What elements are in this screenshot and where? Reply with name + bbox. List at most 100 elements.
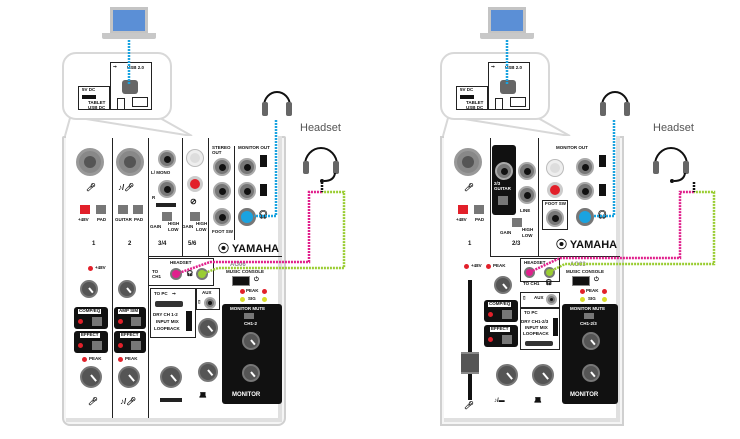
comp-eq-led <box>78 319 83 324</box>
ch1-pad-button[interactable] <box>96 205 106 214</box>
monitor-mute-button-b[interactable] <box>584 313 594 319</box>
headset-panel-label-b: HEADSET <box>524 260 546 265</box>
monitor-label: MONITOR <box>232 392 261 398</box>
gain-label: GAIN <box>150 224 162 229</box>
headset-phones-icon: 🎧︎ <box>186 271 194 277</box>
ch3-mono-jack[interactable] <box>158 150 176 168</box>
ch1-combo-jack-b[interactable] <box>454 148 482 176</box>
ch23-gain-button[interactable] <box>512 218 522 227</box>
r-label: R <box>152 195 156 200</box>
rca-r-jack[interactable] <box>187 176 203 192</box>
effect-button-2[interactable] <box>131 341 141 350</box>
ch2-mono-jack-b[interactable] <box>518 162 536 180</box>
stereo-out-l-jack[interactable] <box>213 158 231 176</box>
loopback-switch[interactable] <box>186 311 192 331</box>
headset-mic-jack-b[interactable] <box>524 267 535 278</box>
yamaha-logo-b: ⦿ YAMAHA <box>556 239 618 251</box>
effect-button-b[interactable] <box>502 335 512 344</box>
high-label-b: HIGH <box>522 227 534 232</box>
rca-l-jack-b[interactable] <box>547 160 563 176</box>
effect-button-1[interactable] <box>92 341 102 350</box>
phones-jack-b[interactable] <box>576 208 594 226</box>
phantom-power-button[interactable] <box>80 205 90 214</box>
sig-label: SIG <box>248 296 256 301</box>
power-switch[interactable] <box>232 276 250 286</box>
phones-level-knob[interactable] <box>242 364 260 382</box>
foot-sw-jack[interactable] <box>213 208 231 226</box>
stereo-out-r-jack[interactable] <box>213 182 231 200</box>
monitor-section <box>222 304 282 404</box>
loopback-mode-dry-b: DRY CH1-2/3 <box>521 319 549 324</box>
comp-eq-button-b[interactable] <box>502 310 512 319</box>
yamaha-text: YAMAHA <box>231 243 280 255</box>
phones-level-knob-b[interactable] <box>582 364 600 382</box>
aux-jack-b[interactable] <box>546 294 557 305</box>
aux-jack[interactable] <box>204 297 216 309</box>
power-switch-b[interactable] <box>572 276 590 286</box>
amp-sim-button[interactable] <box>131 317 141 326</box>
loopback-mode-loopback: LOOPBACK <box>154 326 180 331</box>
monitor-mute-button[interactable] <box>244 313 254 319</box>
phantom-power-button-b[interactable] <box>458 205 468 214</box>
usb-level-knob[interactable] <box>198 362 218 382</box>
headset-phones-cable-b <box>548 190 716 274</box>
usb-label-b: USB 2.0 <box>505 65 523 70</box>
ch1-gain-knob-b[interactable] <box>494 276 512 294</box>
ch1-mic-icon-b: 🎤︎ <box>464 183 475 192</box>
ch1-combo-jack[interactable] <box>76 148 104 176</box>
ch56-level-knob[interactable] <box>160 366 182 388</box>
tablet-icon-b <box>495 98 503 110</box>
headset-mic-cable-b <box>529 190 694 274</box>
ch1-gain-knob[interactable] <box>80 280 98 298</box>
headphone-icon: 🎧︎ <box>258 210 269 219</box>
ch2-gain-knob[interactable] <box>118 280 136 298</box>
ch4-jack[interactable] <box>158 180 176 198</box>
micro-usb-port <box>82 95 96 99</box>
usb-level-knob-b[interactable] <box>532 364 554 386</box>
phone-icon: ▯ <box>198 299 201 304</box>
ch34-level-knob[interactable] <box>198 318 218 338</box>
fader-handle[interactable] <box>461 352 479 374</box>
headphones-icon <box>262 91 292 116</box>
rca-r-jack-b[interactable] <box>547 182 563 198</box>
speaker-icon-2 <box>260 184 267 196</box>
effect-label-b: EFFECT <box>490 326 510 332</box>
phantom-label: +48V <box>78 217 89 222</box>
to-ch1-label-b: TO CH1 <box>523 281 540 286</box>
guitar-line-switch[interactable] <box>498 196 508 205</box>
ch34-gain-button[interactable] <box>162 212 172 221</box>
monitor-level-knob[interactable] <box>242 332 260 350</box>
monitor-out-l-jack[interactable] <box>238 158 256 176</box>
fader-mic-icon: 🎤︎ <box>464 401 475 410</box>
stereo-out-label: STEREO OUT <box>212 145 231 155</box>
channel-label-2: 2 <box>128 241 132 247</box>
peak-label-b: PEAK <box>493 263 506 268</box>
to-pc-label-b: TO PC <box>524 310 538 315</box>
monitor-out-r-jack-b[interactable] <box>576 182 594 200</box>
rca-l-jack[interactable] <box>187 150 203 166</box>
guitar-button[interactable] <box>118 205 128 214</box>
monitor-out-r-jack[interactable] <box>238 182 256 200</box>
usb-connector-icon <box>160 398 182 402</box>
channel-label-56: 5/6 <box>188 241 197 247</box>
ch56-gain-button[interactable] <box>190 212 200 221</box>
loopback-mode-input-mix: INPUT MIX <box>156 319 179 324</box>
monitor-out-l-jack-b[interactable] <box>576 158 594 176</box>
ch23-level-knob-b[interactable] <box>496 364 518 386</box>
foot-sw-jack-b[interactable] <box>546 209 564 227</box>
comp-eq-button[interactable] <box>92 317 102 326</box>
ch2-pad-button[interactable] <box>133 205 143 214</box>
monitor-level-knob-b[interactable] <box>582 332 600 350</box>
guitar-jack-b[interactable] <box>495 162 513 180</box>
amp-sim-led <box>118 319 123 324</box>
effect-led-1 <box>78 343 83 348</box>
ch2-level-knob[interactable] <box>118 366 140 388</box>
phones-cable-b <box>594 120 616 218</box>
ch1-level-knob[interactable] <box>80 366 102 388</box>
yamaha-text-b: YAMAHA <box>569 239 618 251</box>
loopback-switch-b[interactable] <box>553 318 558 336</box>
ch2-combo-jack[interactable] <box>116 148 144 176</box>
ch3-jack-b[interactable] <box>518 186 536 204</box>
headset-phones-icon-b: 🎧︎ <box>545 280 553 286</box>
ch1-pad-button-b[interactable] <box>474 205 484 214</box>
